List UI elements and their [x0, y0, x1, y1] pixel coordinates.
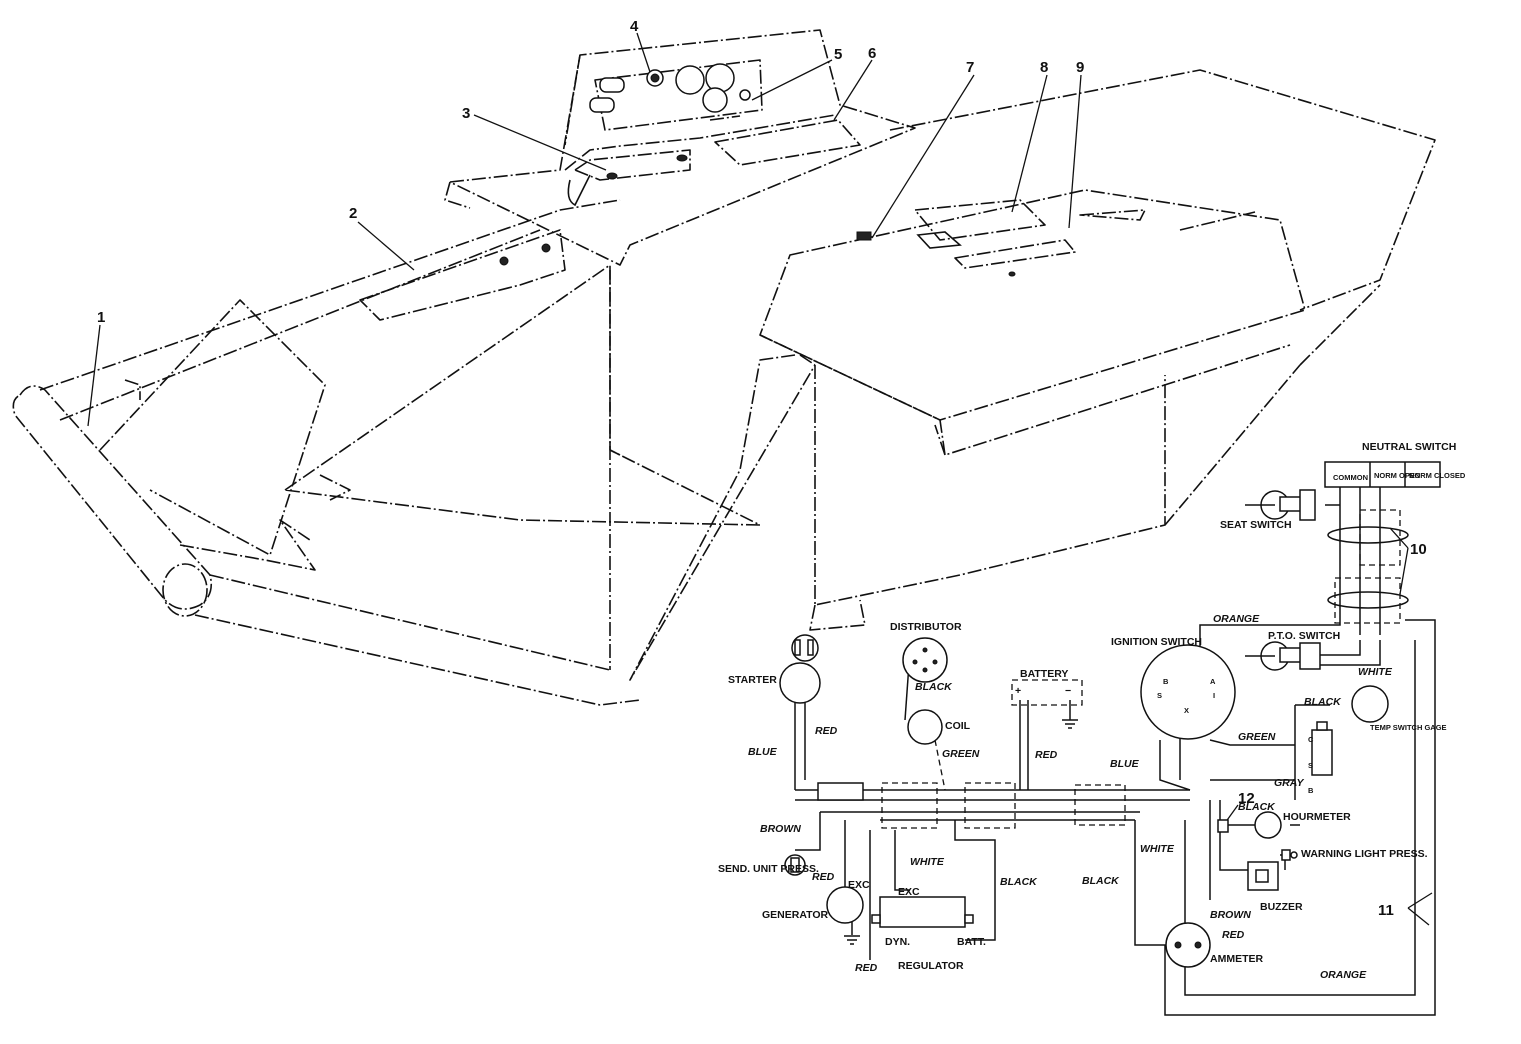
wire-label-black-coil: BLACK [915, 681, 953, 693]
temp-terminal-b: B [1308, 786, 1314, 795]
callout-8: 8 [1040, 59, 1048, 76]
send-unit-label: SEND. UNIT PRESS. [718, 863, 819, 875]
wire-label-brown-buzz: BROWN [1210, 909, 1251, 921]
wire-label-black-amm: BLACK [1082, 875, 1120, 887]
generator-exc: EXC [848, 879, 870, 891]
generator-label: GENERATOR [762, 909, 829, 921]
ammeter: AMMETER [1165, 922, 1263, 968]
wire-label-white-pto: WHITE [1358, 666, 1393, 678]
regulator-label: REGULATOR [898, 960, 964, 972]
callout-leaders [87, 32, 1433, 926]
neutral-switch: NEUTRAL SWITCH COMMON NORM OPEN NORM CLO… [1324, 441, 1466, 488]
wire-label-red-gen: RED [812, 871, 835, 883]
neutral-switch-label: NEUTRAL SWITCH [1362, 441, 1456, 453]
callout-1: 1 [97, 309, 105, 326]
callout-6: 6 [868, 45, 876, 62]
neutral-open-label: NORM OPEN [1374, 471, 1420, 480]
hourmeter: HOURMETER [1217, 811, 1351, 839]
seat-switch-label: SEAT SWITCH [1220, 519, 1292, 531]
wire-label-red-starter: RED [815, 725, 838, 737]
callout-10: 10 [1410, 541, 1427, 558]
starter-label: STARTER [728, 674, 777, 686]
generator-ground-icon [844, 935, 860, 945]
wire-label-red-reg: RED [855, 962, 878, 974]
ignition-terminal-s: S [1157, 691, 1162, 700]
callout-2: 2 [349, 205, 357, 222]
regulator: REGULATOR EXC DYN. BATT. [871, 886, 986, 972]
regulator-dyn: DYN. [885, 936, 910, 948]
distributor: DISTRIBUTOR [890, 621, 962, 683]
ignition-terminal-b: B [1163, 677, 1169, 686]
ignition-terminal-a: A [1210, 677, 1216, 686]
ignition-switch-label: IGNITION SWITCH [1111, 636, 1202, 648]
wire-label-black-hour: BLACK [1238, 801, 1276, 813]
generator: GENERATOR EXC [762, 879, 870, 945]
neutral-common-label: COMMON [1333, 473, 1368, 482]
wire-label-black-reg: BLACK [1000, 876, 1038, 888]
battery-ground-icon [1062, 719, 1078, 729]
wire-label-white-amm: WHITE [1140, 843, 1175, 855]
battery-label: BATTERY [1020, 668, 1068, 680]
starter: STARTER [728, 634, 821, 704]
neutral-closed-label: NORM CLOSED [1409, 471, 1466, 480]
wire-label-white-reg: WHITE [910, 856, 945, 868]
buzzer: BUZZER [1247, 861, 1303, 913]
regulator-batt: BATT. [957, 936, 986, 948]
callout-12: 12 [1238, 790, 1255, 807]
warning-light-label-1: WARNING LIGHT PRESS. [1301, 848, 1428, 860]
callout-numbers: 1 2 3 4 5 6 7 8 9 10 11 12 [97, 18, 1427, 919]
callout-4: 4 [630, 18, 639, 35]
temp-terminal-s: S [1308, 761, 1313, 770]
battery-minus: − [1065, 685, 1071, 697]
wire-label-green-coil: GREEN [942, 748, 980, 760]
coil: COIL [907, 709, 971, 745]
battery: BATTERY + − [1011, 668, 1083, 729]
callout-9: 9 [1076, 59, 1084, 76]
pto-switch-label: P.T.O. SWITCH [1268, 630, 1340, 642]
wire-label-green-temp: GREEN [1238, 731, 1276, 743]
battery-plus: + [1015, 685, 1021, 697]
wire-label-orange-top: ORANGE [1213, 613, 1260, 625]
buzzer-label: BUZZER [1260, 901, 1303, 913]
wire-label-blue-starter: BLUE [748, 746, 778, 758]
wire-label-red-batt: RED [1035, 749, 1058, 761]
wire-label-gray: GRAY [1274, 777, 1305, 789]
distributor-label: DISTRIBUTOR [890, 621, 962, 633]
seat-switch: SEAT SWITCH [1220, 489, 1316, 531]
wire-label-blue-ign: BLUE [1110, 758, 1140, 770]
wire-color-labels: ORANGE WHITE BLACK GREEN GRAY BLUE BLACK… [748, 613, 1393, 981]
callout-11: 11 [1378, 902, 1394, 919]
regulator-exc: EXC [898, 886, 920, 898]
hourmeter-label: HOURMETER [1283, 811, 1351, 823]
wire-label-brown-send: BROWN [760, 823, 801, 835]
temp-gage: TEMP SWITCH GAGE C S B [1308, 685, 1447, 795]
temp-gage-label: TEMP SWITCH GAGE [1370, 723, 1447, 732]
ammeter-label: AMMETER [1210, 953, 1263, 965]
ignition-terminal-x: X [1184, 706, 1189, 715]
coil-label: COIL [945, 720, 971, 732]
tractor-body-outline [12, 29, 1436, 706]
send-unit: SEND. UNIT PRESS. [718, 854, 819, 876]
ignition-terminal-i: I [1213, 691, 1215, 700]
callout-7: 7 [966, 59, 974, 76]
callout-3: 3 [462, 105, 470, 122]
wire-label-red-amm: RED [1222, 929, 1245, 941]
wire-label-black-temp: BLACK [1304, 696, 1342, 708]
wiring-harness [794, 480, 1436, 1016]
ignition-switch: IGNITION SWITCH B A S I X [1111, 636, 1236, 740]
wire-label-orange-bottom: ORANGE [1320, 969, 1367, 981]
warning-light: WARNING LIGHT PRESS. [1281, 848, 1428, 861]
pto-switch: P.T.O. SWITCH [1245, 630, 1340, 671]
temp-terminal-c: C [1308, 735, 1314, 744]
callout-5: 5 [834, 46, 842, 63]
